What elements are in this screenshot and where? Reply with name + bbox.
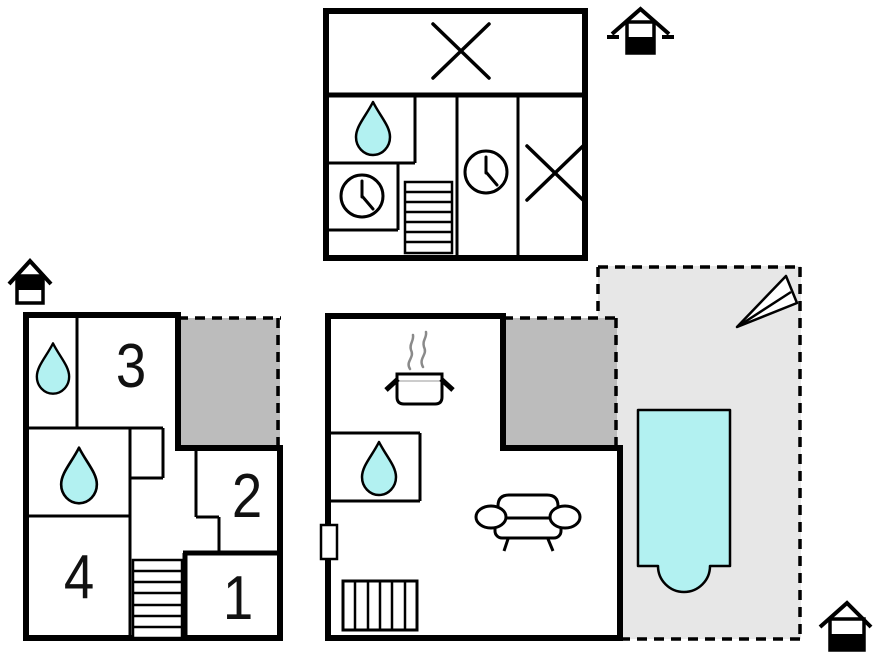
clock-icon	[339, 173, 385, 219]
room-label-bedroom-1: 1	[222, 564, 254, 633]
ground-floor-plan	[319, 313, 623, 641]
door-opening	[319, 523, 339, 561]
upper-floor-interior-walls	[26, 315, 280, 638]
room-label-bedroom-3: 3	[115, 332, 147, 401]
basement-floor-plan	[323, 8, 588, 261]
basement-interior-walls	[323, 92, 588, 258]
room-label-bedroom-4: 4	[63, 543, 95, 612]
open-terrace-dashed-border	[596, 265, 802, 641]
room-label-bedroom-2: 2	[231, 462, 263, 531]
north-arrow-icon	[735, 274, 799, 329]
house-section-upper-icon	[7, 258, 53, 305]
stairs-icon	[341, 579, 419, 632]
ground-floor-interior-walls	[328, 431, 422, 503]
house-section-basement-icon	[607, 6, 674, 55]
stairs-icon	[131, 558, 184, 640]
upper-floor-plan	[23, 312, 283, 641]
swimming-pool	[636, 408, 732, 594]
stairs-icon	[403, 180, 454, 255]
house-section-ground-icon	[818, 600, 873, 652]
cooking-pot-icon	[384, 330, 455, 406]
upper-floor-balcony	[178, 316, 281, 445]
sofa-icon	[474, 493, 582, 552]
ground-floor-covered-terrace	[503, 316, 618, 445]
clock-icon	[463, 149, 509, 195]
steam-icon	[407, 330, 428, 371]
